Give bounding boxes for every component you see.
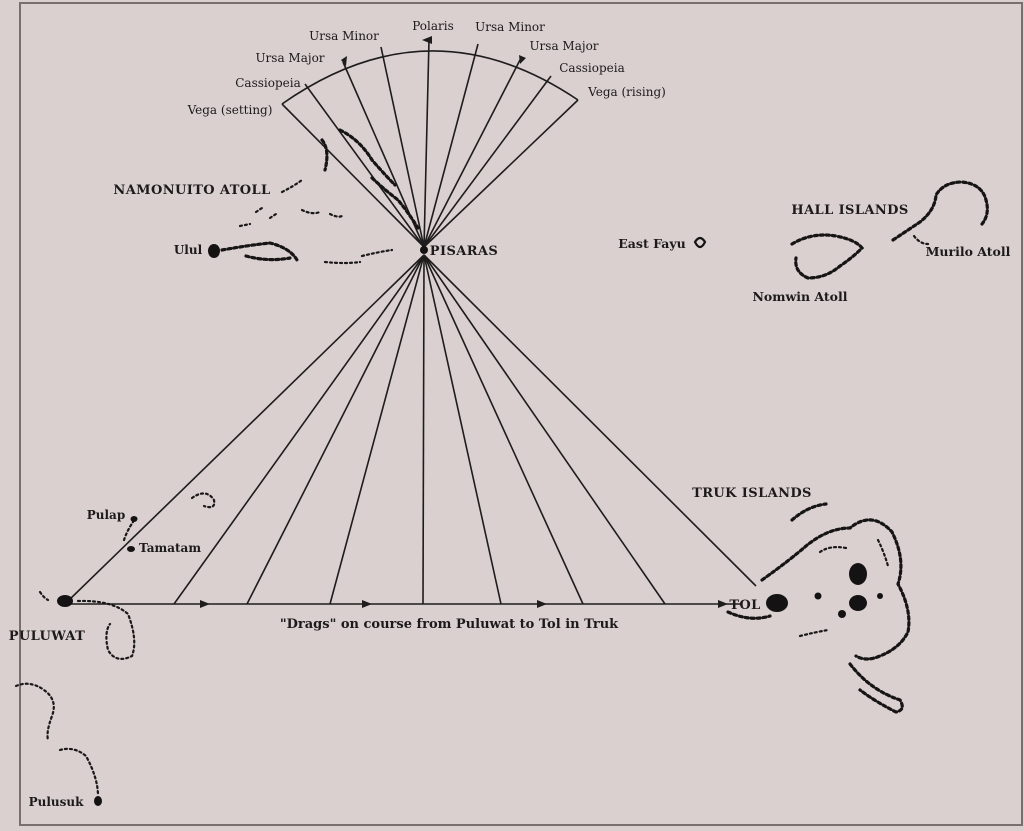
label-puluwat: PULUWAT <box>9 629 86 644</box>
pulusuk-reef <box>14 682 55 742</box>
label-ursa-minor-left: Ursa Minor <box>309 29 379 43</box>
ray-vega-setting <box>281 103 425 248</box>
truk-small-island-2 <box>814 592 822 600</box>
label-cassiopeia-left: Cassiopeia <box>235 76 301 90</box>
course-arrow-4 <box>718 600 728 608</box>
label-polaris: Polaris <box>412 19 454 33</box>
label-murilo: Murilo Atoll <box>926 244 1011 259</box>
arc-arrow-ursa-major-r <box>519 55 526 64</box>
truk-islands-shape <box>726 502 911 714</box>
drag-rays <box>67 254 757 605</box>
puluwat-island <box>57 595 73 607</box>
course-arrow-3 <box>537 600 547 608</box>
pulusuk-reef-2 <box>58 747 100 798</box>
label-pisaras: PISARAS <box>430 244 498 259</box>
label-ulul: Ulul <box>174 243 203 257</box>
tol-island <box>766 594 788 612</box>
ray-cassiopeia-right <box>423 75 552 248</box>
truk-small-island-3 <box>877 593 883 599</box>
pulap-island <box>130 516 138 522</box>
label-ursa-minor-right: Ursa Minor <box>475 20 545 34</box>
ray-vega-rising <box>423 99 579 248</box>
east-fayu-island <box>693 236 707 249</box>
ray-cassiopeia-left <box>304 83 425 248</box>
label-tol: TOL <box>729 598 760 613</box>
label-truk-islands: TRUK ISLANDS <box>692 486 812 501</box>
label-tamatam: Tamatam <box>139 541 201 555</box>
course-arrow-2 <box>362 600 372 608</box>
puluwat-reef <box>76 599 136 661</box>
star-rays <box>281 39 579 248</box>
pisaras-island <box>420 246 428 254</box>
truk-moen-island <box>849 563 867 585</box>
tamatam-island <box>127 546 135 552</box>
arc-arrow-ursa-major <box>341 56 347 66</box>
tamatam-reef <box>190 492 216 509</box>
label-pulap: Pulap <box>87 508 125 522</box>
ray-ursa-minor-left <box>380 46 425 248</box>
ray-ursa-major-right <box>423 57 522 248</box>
course-arrow-1 <box>200 600 210 608</box>
label-ursa-major-right: Ursa Major <box>529 39 598 53</box>
label-pulusuk: Pulusuk <box>29 795 85 809</box>
label-hall-islands: HALL ISLANDS <box>791 203 908 218</box>
label-ursa-major-left: Ursa Major <box>255 51 324 65</box>
ray-ursa-minor-right <box>423 43 479 248</box>
label-namonuito: NAMONUITO ATOLL <box>113 183 270 198</box>
label-nomwin: Nomwin Atoll <box>752 289 847 304</box>
ulul-island <box>208 244 220 258</box>
truk-small-island-1 <box>838 610 846 618</box>
label-cassiopeia-right: Cassiopeia <box>559 61 625 75</box>
label-vega-setting: Vega (setting) <box>187 103 273 117</box>
pulusuk-island <box>94 796 102 806</box>
map-frame <box>19 2 1023 826</box>
hall-islands-shape <box>790 180 989 280</box>
arc-arrow-polaris <box>422 36 432 44</box>
ray-polaris <box>423 39 430 248</box>
puluwat-west-reef <box>38 590 50 602</box>
label-vega-rising: Vega (rising) <box>587 85 666 99</box>
namonuito-atoll-shape <box>220 128 420 265</box>
label-east-fayu: East Fayu <box>618 236 685 251</box>
star-compass-arc <box>281 50 579 105</box>
truk-dublon-island <box>849 595 867 611</box>
course-caption: "Drags" on course from Puluwat to Tol in… <box>280 617 619 632</box>
